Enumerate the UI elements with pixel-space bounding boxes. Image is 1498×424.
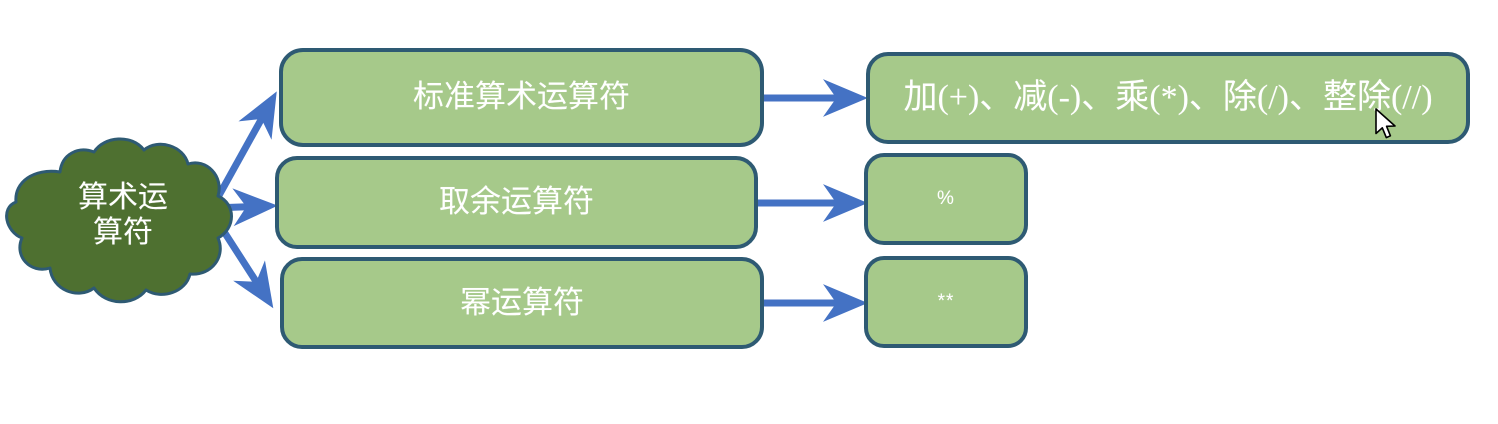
connector-cloud-to-standard — [208, 91, 277, 210]
box-power-values[interactable] — [864, 256, 1028, 348]
box-standard-values[interactable] — [866, 52, 1470, 144]
box-modulo-values[interactable] — [864, 153, 1028, 245]
mouse-pointer-icon — [1375, 108, 1396, 139]
box-power-category[interactable] — [280, 257, 764, 349]
box-modulo-category[interactable] — [275, 156, 758, 249]
arithmetic-operators-cloud[interactable] — [5, 137, 233, 304]
box-standard-category[interactable] — [279, 48, 764, 147]
